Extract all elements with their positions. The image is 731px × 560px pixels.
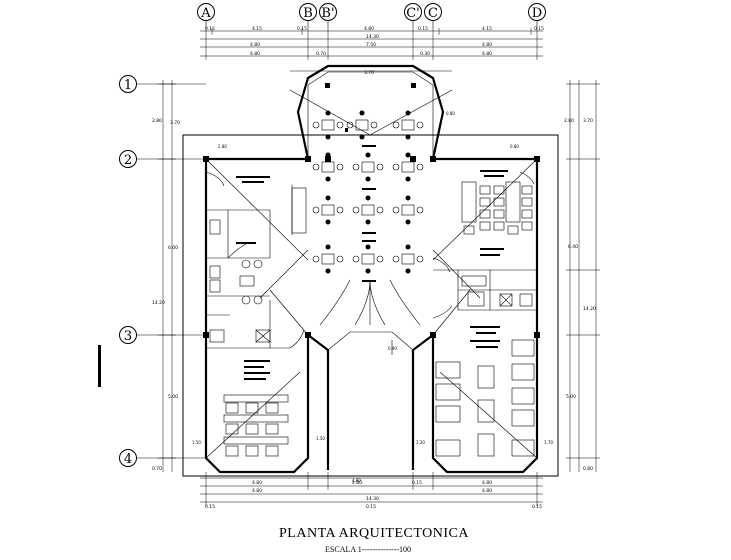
svg-text:4.15: 4.15 xyxy=(252,26,262,32)
svg-text:4.80: 4.80 xyxy=(482,480,492,486)
svg-text:4.80: 4.80 xyxy=(352,480,362,486)
right-wing-rooms xyxy=(432,171,537,319)
svg-text:14.20: 14.20 xyxy=(583,306,596,312)
svg-text:5.00: 5.00 xyxy=(566,394,576,400)
axis-bubble-c-prime: C' xyxy=(404,3,422,21)
svg-text:0.15: 0.15 xyxy=(532,504,542,510)
axis-bubble-b-prime: B' xyxy=(319,3,337,21)
axis-bubble-d: D xyxy=(528,3,546,21)
svg-text:4.80: 4.80 xyxy=(252,480,262,486)
right-wing-labels xyxy=(470,170,508,348)
svg-text:4.80: 4.80 xyxy=(482,488,492,494)
right-wing-beds xyxy=(435,339,535,457)
svg-text:3.70: 3.70 xyxy=(583,118,593,124)
svg-text:6.40: 6.40 xyxy=(568,244,578,250)
svg-text:4.80: 4.80 xyxy=(252,488,262,494)
svg-text:2.80: 2.80 xyxy=(218,144,227,149)
svg-text:C: C xyxy=(428,6,438,21)
dining-tables xyxy=(312,110,424,282)
svg-text:0.15: 0.15 xyxy=(205,504,215,510)
plan-misc-dimensions: 2.80 0.80 1.50 1.50 4.80 1.20 1.70 0.80 … xyxy=(192,111,553,483)
svg-text:0.15: 0.15 xyxy=(205,26,215,32)
svg-text:14.20: 14.20 xyxy=(152,300,165,306)
svg-text:C': C' xyxy=(406,6,420,21)
section-marker xyxy=(98,345,101,387)
svg-text:3.70: 3.70 xyxy=(364,70,374,76)
structural-columns xyxy=(203,83,540,338)
table-set xyxy=(312,119,424,265)
svg-text:4.80: 4.80 xyxy=(250,42,260,48)
axis-guide-lines xyxy=(205,21,538,28)
right-wing-desks-upper xyxy=(461,181,533,235)
svg-text:0.80: 0.80 xyxy=(446,111,455,116)
column-axis-markers: A B B' C' C D xyxy=(197,3,546,21)
svg-text:0.30: 0.30 xyxy=(420,51,430,57)
right-dimension-lines xyxy=(566,80,600,472)
main-entry-doors xyxy=(319,279,421,355)
svg-text:4.80: 4.80 xyxy=(364,26,374,32)
svg-text:0.15: 0.15 xyxy=(366,504,376,510)
svg-text:1: 1 xyxy=(124,78,132,93)
svg-text:1.70: 1.70 xyxy=(544,440,553,445)
svg-text:0.80: 0.80 xyxy=(510,144,519,149)
svg-text:2.80: 2.80 xyxy=(564,118,574,124)
svg-text:4.80: 4.80 xyxy=(352,478,361,483)
svg-text:B': B' xyxy=(321,6,334,21)
svg-text:1.20: 1.20 xyxy=(416,440,425,445)
svg-text:4.80: 4.80 xyxy=(482,51,492,57)
svg-text:4: 4 xyxy=(124,452,132,467)
svg-text:0.70: 0.70 xyxy=(316,51,326,57)
drawing-scale: ESCALA 1--------------100 xyxy=(325,545,411,554)
top-dimension-values: 0.15 4.15 0.15 4.80 0.15 4.15 0.15 14.30… xyxy=(205,26,544,76)
svg-text:7.50: 7.50 xyxy=(366,42,376,48)
svg-text:B: B xyxy=(303,6,313,21)
left-dimension-values: 2.80 3.70 6.00 5.00 14.20 0.70 xyxy=(152,118,180,472)
svg-text:14.30: 14.30 xyxy=(366,34,379,40)
svg-text:0.15: 0.15 xyxy=(412,480,422,486)
bottom-dimension-lines xyxy=(200,472,543,506)
svg-text:5.00: 5.00 xyxy=(168,394,178,400)
svg-text:0.15: 0.15 xyxy=(418,26,428,32)
svg-text:0.70: 0.70 xyxy=(152,466,162,472)
drawing-title: PLANTA ARQUITECTONICA xyxy=(279,526,469,541)
axis-bubble-a: A xyxy=(197,3,215,21)
svg-text:14.30: 14.30 xyxy=(366,496,379,502)
left-dimension-lines xyxy=(158,80,176,472)
left-wing-labels xyxy=(236,176,270,380)
svg-text:3.70: 3.70 xyxy=(170,120,180,126)
svg-text:3: 3 xyxy=(124,329,132,344)
svg-text:4.80: 4.80 xyxy=(482,42,492,48)
axis-bubble-b: B xyxy=(299,3,317,21)
svg-text:1.50: 1.50 xyxy=(192,440,201,445)
svg-text:0.15: 0.15 xyxy=(297,26,307,32)
svg-text:0.80: 0.80 xyxy=(583,466,593,472)
svg-text:4.80: 4.80 xyxy=(250,51,260,57)
svg-text:D: D xyxy=(532,6,542,21)
svg-text:0.90: 0.90 xyxy=(388,346,397,351)
axis-bubble-c: C xyxy=(424,3,442,21)
svg-text:2.80: 2.80 xyxy=(152,118,162,124)
svg-text:A: A xyxy=(200,6,211,21)
bottom-dimension-values: 4.80 4.80 0.15 4.80 4.80 4.80 14.30 0.15… xyxy=(205,480,542,510)
top-dimension-lines xyxy=(200,28,543,72)
left-wing-services xyxy=(205,171,307,349)
svg-text:6.00: 6.00 xyxy=(168,245,178,251)
left-wing-classroom-seats xyxy=(223,394,289,457)
svg-text:4.15: 4.15 xyxy=(482,26,492,32)
svg-text:1.50: 1.50 xyxy=(316,436,325,441)
right-dimension-values: 2.80 3.70 6.40 5.00 14.20 0.80 xyxy=(564,118,596,472)
svg-text:2: 2 xyxy=(124,153,132,168)
svg-text:0.15: 0.15 xyxy=(534,26,544,32)
